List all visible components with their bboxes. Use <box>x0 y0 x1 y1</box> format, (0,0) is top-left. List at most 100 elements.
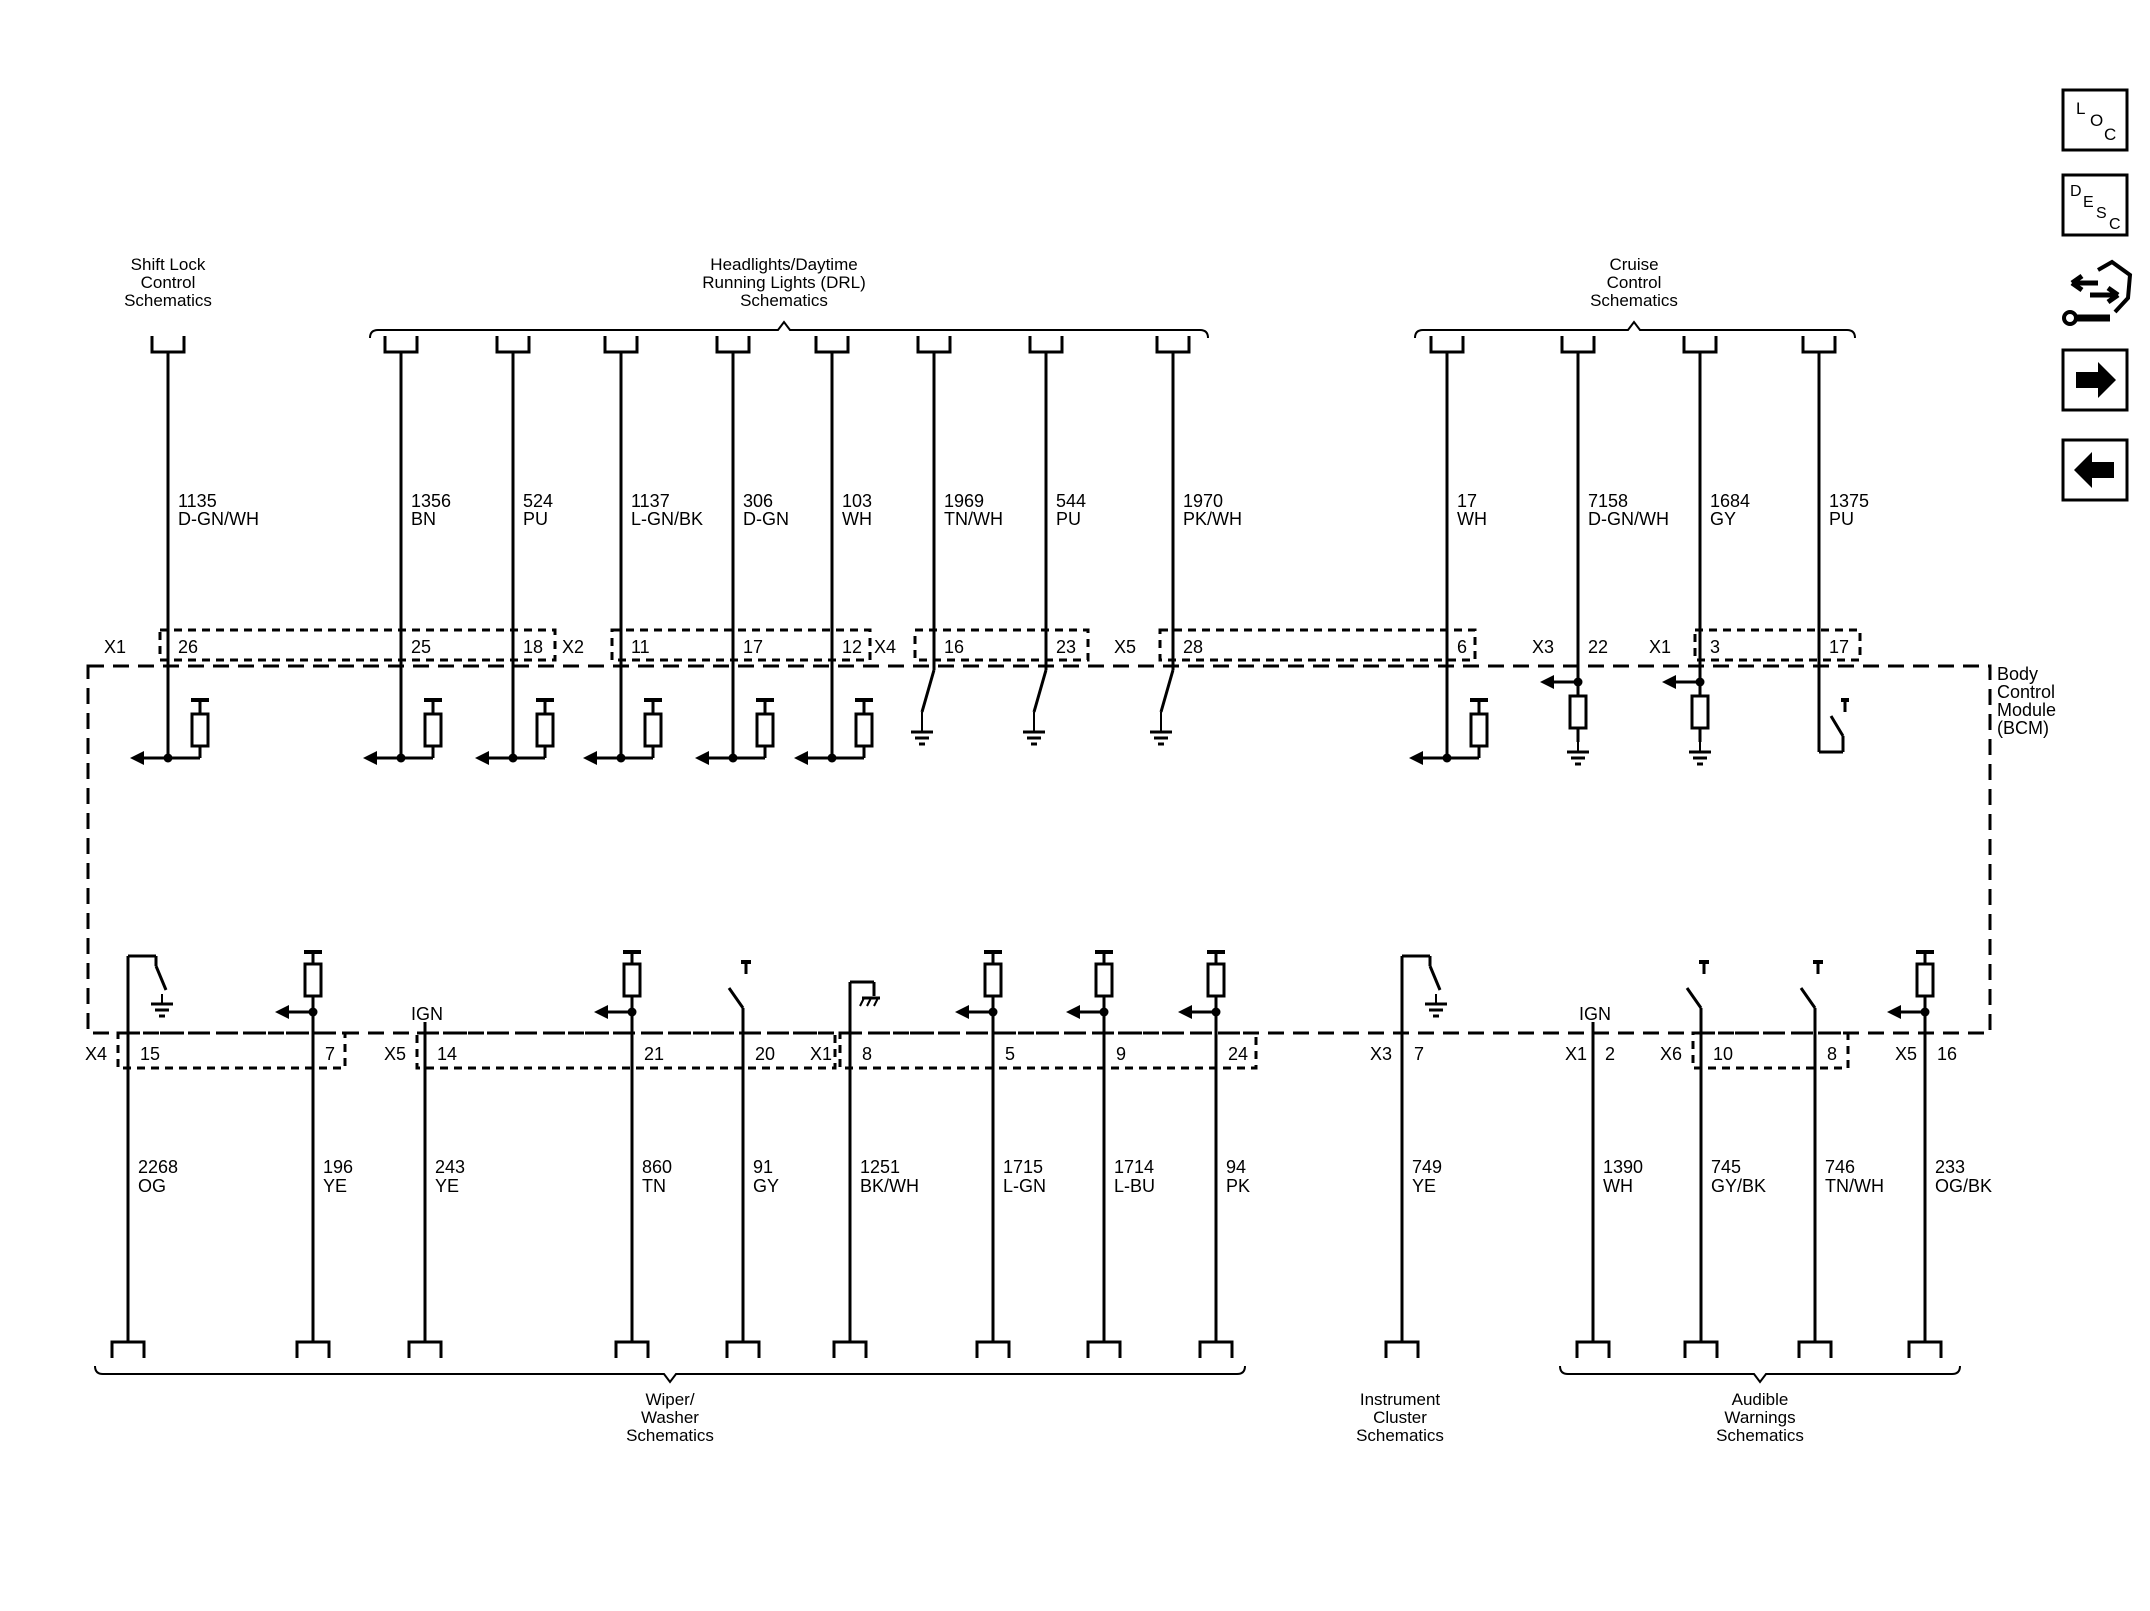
bottom-wires: 2268OG15196YE7243YE14IGN860TN2191GY20125… <box>110 950 1992 1358</box>
top_groups-label-line: Headlights/Daytime <box>710 255 857 274</box>
top_groups-label-line: Schematics <box>740 291 828 310</box>
wire-color: L-GN <box>1003 1176 1046 1196</box>
resistor-icon <box>1915 962 1935 998</box>
next-page-button[interactable] <box>2061 348 2129 412</box>
pin-number: 24 <box>1228 1044 1248 1064</box>
loc-button[interactable]: L O C <box>2061 88 2129 152</box>
wire-color: D-GN/WH <box>1588 509 1669 529</box>
desc-button[interactable]: D E S C <box>2061 173 2129 237</box>
circuit-number: 94 <box>1226 1157 1246 1177</box>
desc-letter-4: C <box>2109 216 2121 233</box>
resistor-icon <box>535 712 555 748</box>
terminal <box>814 336 850 354</box>
ign-label: IGN <box>1579 1004 1611 1024</box>
pin-number: 22 <box>1588 637 1608 657</box>
wire-color: D-GN/WH <box>178 509 259 529</box>
wire-color: YE <box>435 1176 459 1196</box>
pin-number: 21 <box>644 1044 664 1064</box>
switch-icon <box>1159 669 1175 713</box>
top-connector-box <box>1158 628 1477 662</box>
circuit-number: 1375 <box>1829 491 1869 511</box>
bottom_groups-label-line: Instrument <box>1360 1390 1441 1409</box>
terminal <box>715 336 751 354</box>
arrow-left-icon <box>363 751 377 765</box>
bcm-label-line: Control <box>1997 682 2055 702</box>
previous-page-button[interactable] <box>2061 438 2129 502</box>
arrow-left-icon <box>1178 1005 1192 1019</box>
pin-number: 28 <box>1183 637 1203 657</box>
wire-color: D-GN <box>743 509 789 529</box>
resistor-icon <box>423 712 443 748</box>
resistor-icon <box>190 712 210 748</box>
circuit-number: 1969 <box>944 491 984 511</box>
top_groups-label-line: Schematics <box>124 291 212 310</box>
top_groups-label-line: Schematics <box>1590 291 1678 310</box>
arrow-left-icon <box>275 1005 289 1019</box>
wire-color: TN/WH <box>1825 1176 1884 1196</box>
terminal <box>383 336 419 354</box>
terminal <box>150 336 186 354</box>
circuit-number: 860 <box>642 1157 672 1177</box>
arrow-left-icon <box>1409 751 1423 765</box>
pin-number: 23 <box>1056 637 1076 657</box>
wire-color: PU <box>1056 509 1081 529</box>
circuit-number: 1390 <box>1603 1157 1643 1177</box>
resistor-icon <box>303 962 323 998</box>
connector-tool-icon[interactable] <box>2062 259 2133 326</box>
wire-color: GY <box>1710 509 1736 529</box>
bottom_groups-label-line: Washer <box>641 1408 699 1427</box>
circuit-number: 544 <box>1056 491 1086 511</box>
loc-letter-1: L <box>2076 99 2085 118</box>
circuit-number: 749 <box>1412 1157 1442 1177</box>
switch-icon <box>154 965 168 991</box>
bcm-label-line: Body <box>1997 664 2038 684</box>
top_groups-label-line: Cruise <box>1609 255 1658 274</box>
terminal <box>916 336 952 354</box>
top_groups-label-line: Control <box>1607 273 1662 292</box>
terminal <box>1429 336 1465 354</box>
wire-color: YE <box>1412 1176 1436 1196</box>
resistor-icon <box>755 712 775 748</box>
terminal <box>614 1340 650 1358</box>
terminal <box>1801 336 1837 354</box>
terminal <box>407 1340 443 1358</box>
bottom_groups-label-line: Audible <box>1732 1390 1789 1409</box>
pin-number: 9 <box>1116 1044 1126 1064</box>
wire-color: OG <box>138 1176 166 1196</box>
resistor-icon <box>622 962 642 998</box>
chassis-ground-icon <box>866 997 872 1007</box>
desc-letter-2: E <box>2083 194 2094 211</box>
bottom-connector-name: X3 <box>1370 1044 1392 1064</box>
top-connector-box <box>158 628 557 662</box>
bottom-connector-name: X1 <box>810 1044 832 1064</box>
circuit-number: 1251 <box>860 1157 900 1177</box>
circuit-number: 103 <box>842 491 872 511</box>
wire-color: PK <box>1226 1176 1250 1196</box>
circuit-number: 306 <box>743 491 773 511</box>
chassis-ground-icon <box>873 997 879 1007</box>
top-connector-name: X1 <box>1649 637 1671 657</box>
switch-icon <box>1428 965 1442 991</box>
arrow-left-icon <box>1662 675 1676 689</box>
circuit-number: 1135 <box>178 491 217 511</box>
pin-number: 2 <box>1605 1044 1615 1064</box>
bcm-label-line: (BCM) <box>1997 718 2049 738</box>
terminal <box>1198 1340 1234 1358</box>
bottom-schematic-references: Wiper/WasherSchematicsInstrumentClusterS… <box>94 1365 1961 1445</box>
top_groups-label-line: Running Lights (DRL) <box>702 273 865 292</box>
